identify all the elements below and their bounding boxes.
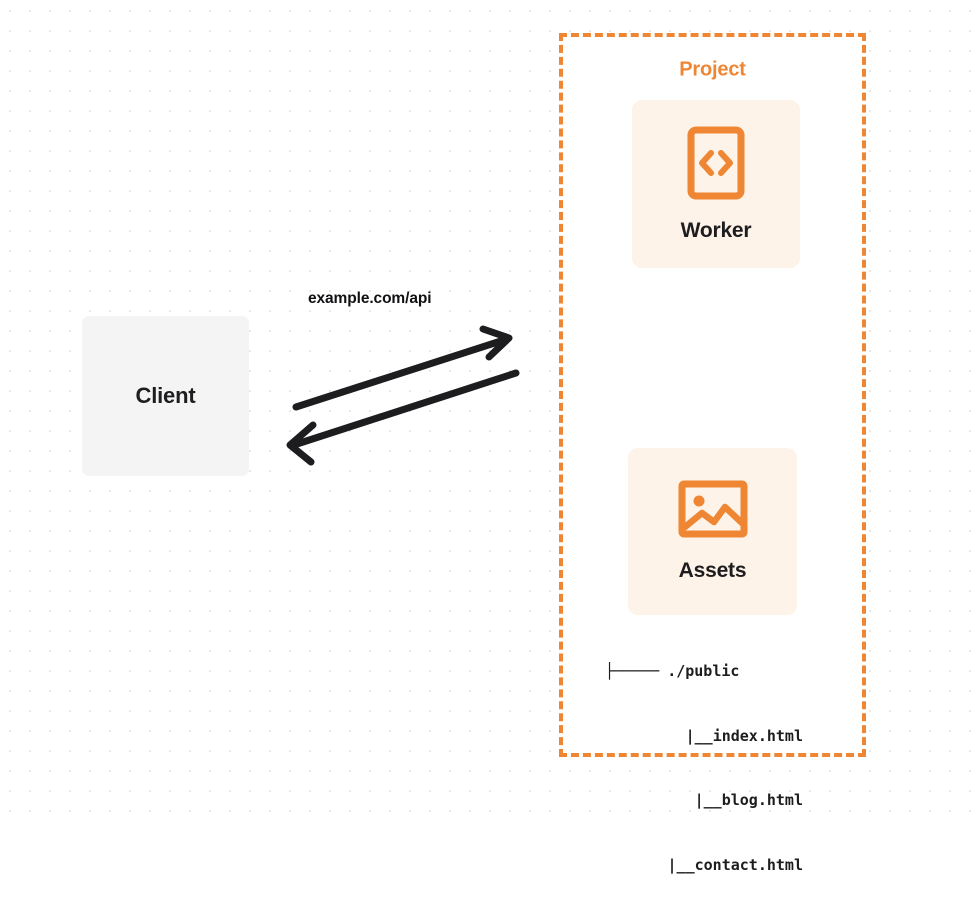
file-tree-row: |__ index.html [605,726,803,748]
request-arrow-to-project [292,325,513,411]
diagram-canvas: Client example.com/api Project Worker [0,0,980,874]
tree-branch-glyph: ├───── [605,662,660,680]
tree-item-name: index.html [712,726,803,745]
project-title: Project [672,58,753,82]
worker-card-label: Worker [680,218,752,242]
tree-item-name: ./public [667,662,740,680]
assets-file-tree: ├───── ./public |__ index.html |__ blog.… [605,618,803,919]
worker-card[interactable]: Worker [632,100,800,268]
image-picture-icon [678,480,748,543]
response-arrow-to-client [286,369,520,466]
assets-card[interactable]: Assets [628,448,797,615]
client-node-label: Client [135,383,196,408]
tree-branch-glyph: |__ [694,791,722,809]
code-brackets-icon [687,126,745,205]
tree-branch-glyph: |__ [667,855,695,874]
file-tree-row: |__ contact.html [605,855,803,877]
request-url-label: example.com/api [308,290,432,307]
tree-item-name: contact.html [694,855,803,874]
file-tree-row: |__ blog.html [605,790,803,812]
client-node[interactable]: Client [82,316,249,476]
assets-card-label: Assets [678,559,747,582]
file-tree-row: ├───── ./public [605,661,803,683]
tree-branch-glyph: |__ [685,726,713,745]
tree-item-name: blog.html [721,791,803,809]
